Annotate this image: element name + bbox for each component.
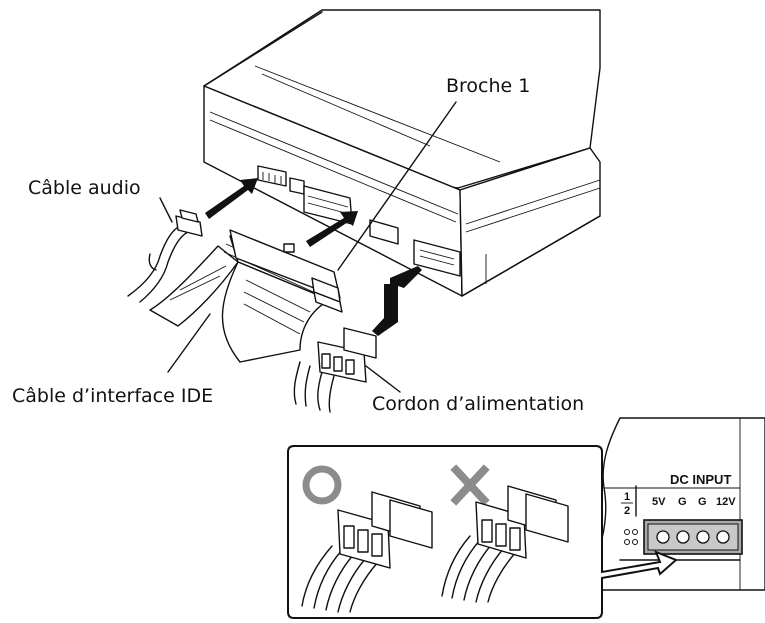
audio-cable-label: Câble audio <box>28 177 141 199</box>
jumper-label-1: 1 <box>624 491 630 503</box>
audio-leader <box>159 197 173 223</box>
optical-drive <box>203 9 601 297</box>
correct-mark: O <box>0 0 342 505</box>
svg-text:O: O <box>0 0 1 1</box>
ide-cable-label: Câble d’interface IDE <box>12 385 213 407</box>
power-port <box>413 239 461 277</box>
power-connector-wrong <box>441 485 569 603</box>
pin-label-g1: G <box>678 496 687 508</box>
pin1-leader <box>337 101 457 271</box>
svg-text:X: X <box>0 0 1 1</box>
ide-leader <box>167 313 211 373</box>
pin-label-12v: 12V <box>716 496 736 508</box>
power-arrow <box>372 266 422 336</box>
power-connector-correct <box>301 491 433 613</box>
dc-input-title: DC INPUT <box>670 472 731 487</box>
wrong-mark: X <box>0 0 490 506</box>
ide-ribbon-cable <box>149 229 343 363</box>
pin-label-5v: 5V <box>652 496 666 508</box>
rear-panel-detail: DC INPUT 1 2 5V G G 12V <box>579 417 765 591</box>
power-leader <box>365 365 401 393</box>
audio-arrow <box>205 178 258 219</box>
jumper-block <box>289 177 305 195</box>
pin1-label: Broche 1 <box>446 75 530 97</box>
power-cable <box>293 327 377 413</box>
audio-port <box>257 165 287 187</box>
jumper-label-2: 2 <box>624 505 630 517</box>
extra-port <box>369 219 399 245</box>
pin-label-g2: G <box>698 496 707 508</box>
audio-cable <box>127 209 203 303</box>
power-cord-label: Cordon d’alimentation <box>372 393 584 415</box>
ide-arrow <box>306 211 358 247</box>
